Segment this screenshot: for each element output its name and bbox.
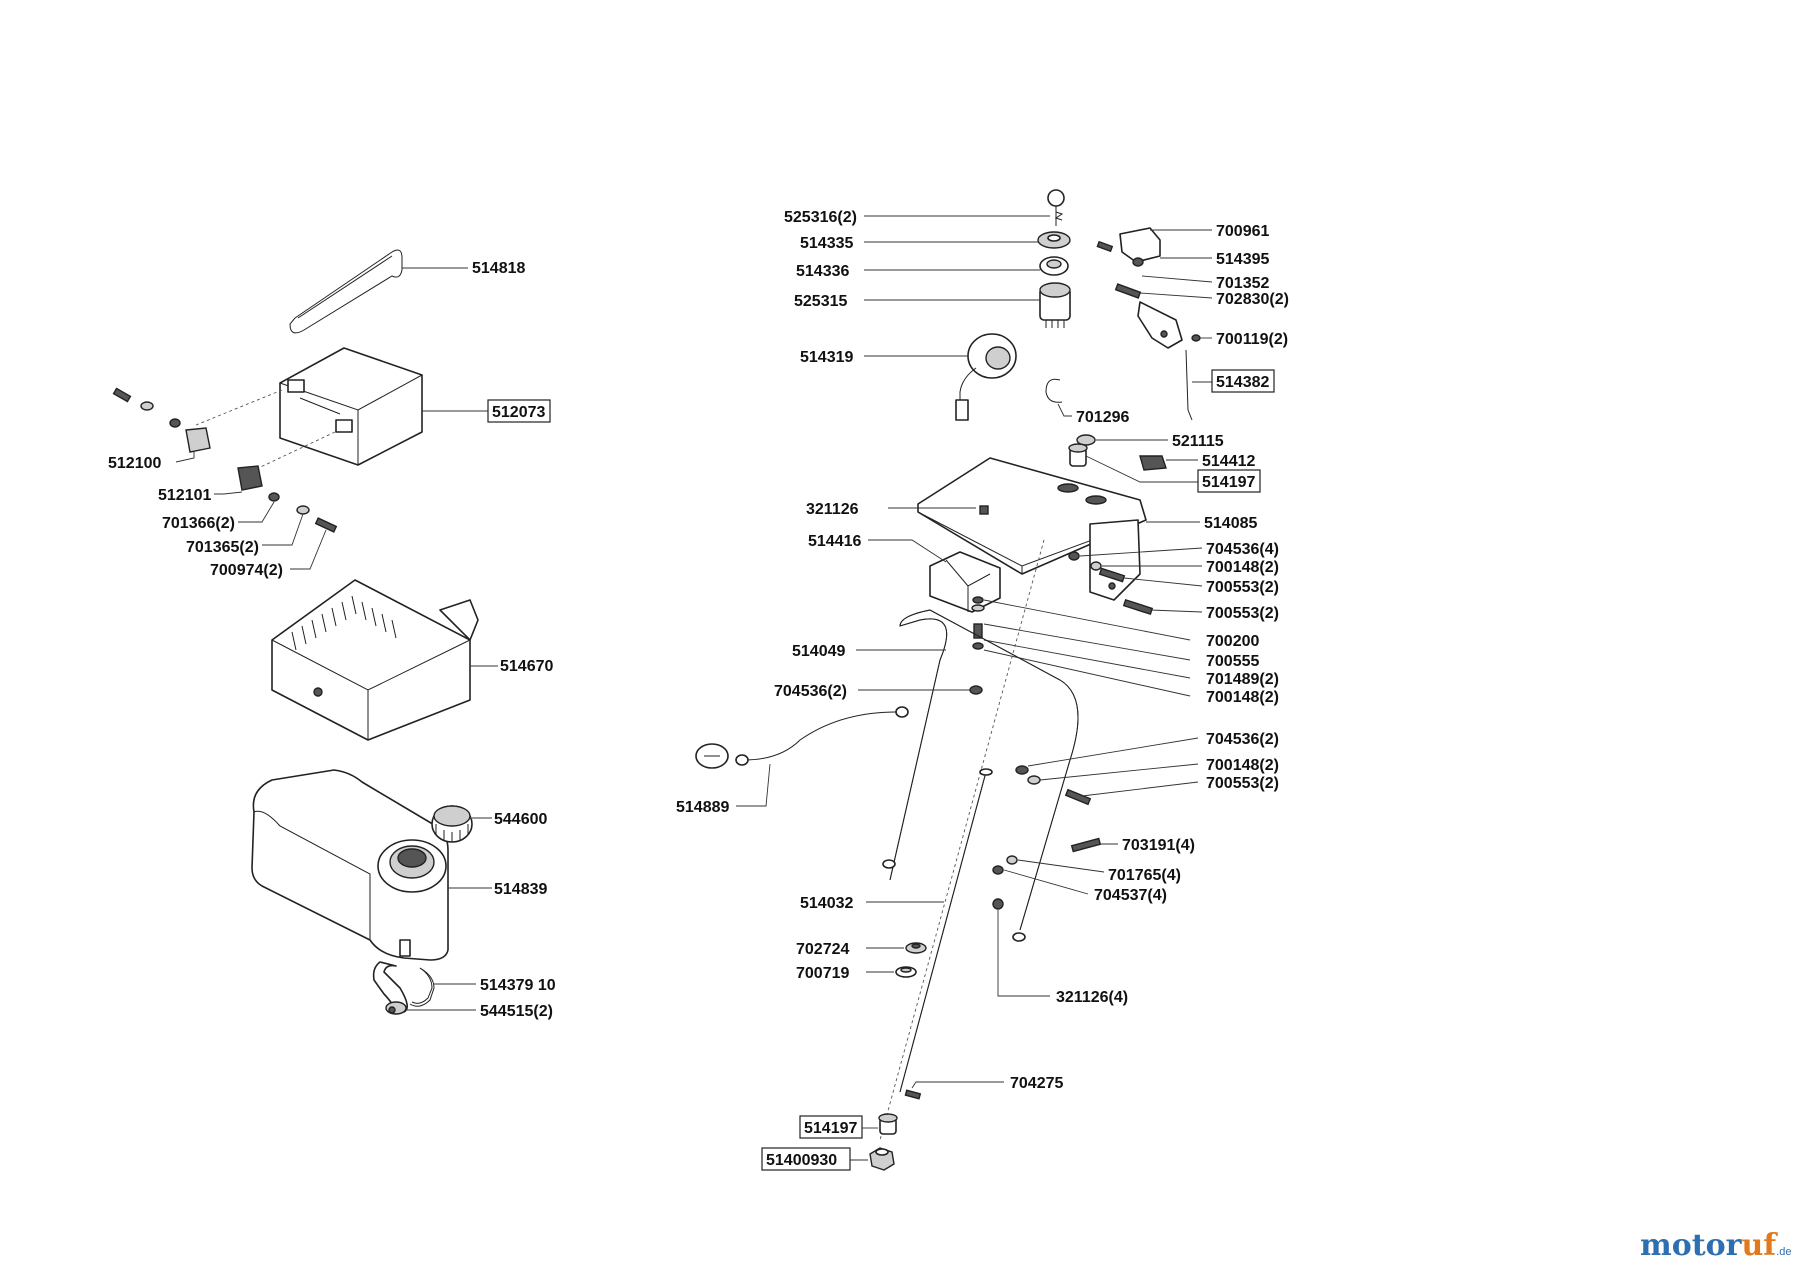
part-rubber-block	[1139, 455, 1167, 471]
label-704536-4: 704536(4)	[1206, 541, 1279, 558]
label-704536-left: 704536(2)	[774, 683, 847, 700]
label-box-512073	[487, 399, 551, 423]
part-nut-left	[969, 685, 983, 695]
label-512073: 512073	[492, 404, 545, 421]
part-panel-fasteners	[1068, 551, 1154, 616]
label-700119: 700119(2)	[1216, 331, 1288, 348]
part-control-panel	[917, 457, 1147, 601]
label-51400930: 51400930	[766, 1152, 837, 1169]
brand-tld: .de	[1776, 1246, 1792, 1258]
label-544600: 544600	[494, 811, 547, 828]
label-514319: 514319	[800, 349, 853, 366]
label-514839: 514839	[494, 881, 547, 898]
part-shaft-washers	[895, 942, 927, 978]
label-514818: 514818	[472, 260, 525, 277]
label-321126-4: 321126(4)	[1056, 989, 1128, 1006]
label-701489: 701489(2)	[1206, 671, 1279, 688]
label-700553-b: 700553(2)	[1206, 605, 1279, 622]
part-handle-bolt-stack	[971, 596, 985, 650]
label-321126: 321126	[806, 501, 859, 518]
label-700555: 700555	[1206, 653, 1259, 670]
label-514335: 514335	[800, 235, 853, 252]
label-701765: 701765(4)	[1108, 867, 1181, 884]
part-roll-pin	[904, 1089, 922, 1100]
label-514032: 514032	[800, 895, 853, 912]
label-701296: 701296	[1076, 409, 1129, 426]
label-544515: 544515(2)	[480, 1003, 553, 1020]
label-514085: 514085	[1204, 515, 1257, 532]
label-702724: 702724	[796, 941, 849, 958]
label-514412: 514412	[1202, 453, 1255, 470]
part-hose-clamp	[385, 1001, 407, 1015]
label-514416: 514416	[808, 533, 861, 550]
label-514395: 514395	[1216, 251, 1269, 268]
label-700148-a: 700148(2)	[1206, 559, 1279, 576]
part-handle-frame	[882, 609, 1079, 942]
part-lever-bracket	[1096, 227, 1201, 421]
label-514379: 514379 10	[480, 977, 556, 994]
part-spring-clip	[1045, 378, 1063, 403]
label-701352: 701352	[1216, 275, 1269, 292]
label-701366: 701366(2)	[162, 515, 235, 532]
part-lower-bushing	[878, 1113, 898, 1135]
label-703191: 703191(4)	[1122, 837, 1195, 854]
label-514197-bottom: 514197	[804, 1120, 857, 1137]
brand-watermark: motoruf.de	[1640, 1228, 1791, 1263]
label-525315: 525315	[794, 293, 847, 310]
brand-accent: uf	[1741, 1228, 1777, 1263]
label-700148-b: 700148(2)	[1206, 689, 1279, 706]
part-fuel-tank	[251, 769, 449, 961]
label-512100: 512100	[108, 455, 161, 472]
label-514670: 514670	[500, 658, 553, 675]
label-box-514197-top	[1197, 469, 1261, 493]
part-bushing	[1068, 434, 1096, 467]
part-mount-bracket	[929, 551, 1001, 613]
part-lower-nut	[869, 1147, 895, 1171]
label-700553-c: 700553(2)	[1206, 775, 1279, 792]
label-512101: 512101	[158, 487, 211, 504]
brand-main: motor	[1640, 1228, 1742, 1263]
label-521115: 521115	[1172, 433, 1224, 450]
label-514049: 514049	[792, 643, 845, 660]
part-battery-terminals	[112, 387, 338, 533]
part-ignition-key	[1047, 189, 1065, 226]
part-ignition-switch	[1039, 282, 1071, 328]
part-switch-washer	[1039, 256, 1069, 276]
label-704537: 704537(4)	[1094, 887, 1167, 904]
label-704275: 704275	[1010, 1075, 1063, 1092]
part-frame-fasteners	[992, 765, 1102, 910]
label-514889: 514889	[676, 799, 729, 816]
label-700553-a: 700553(2)	[1206, 579, 1279, 596]
part-battery-strap	[289, 249, 403, 334]
part-fuel-cap	[431, 805, 473, 843]
part-buzzer	[955, 333, 1017, 421]
part-switch-nut	[1037, 231, 1071, 249]
part-battery-tray	[271, 579, 479, 741]
label-700719: 700719	[796, 965, 849, 982]
label-704536-right: 704536(2)	[1206, 731, 1279, 748]
label-514336: 514336	[796, 263, 849, 280]
part-steering-shaft	[899, 768, 993, 1093]
part-ground-cable	[695, 706, 909, 769]
label-700961: 700961	[1216, 223, 1269, 240]
label-box-514197-bottom	[799, 1115, 863, 1139]
label-box-51400930	[761, 1147, 851, 1171]
label-box-514382	[1211, 369, 1275, 393]
label-700148-c: 700148(2)	[1206, 757, 1279, 774]
label-702830: 702830(2)	[1216, 291, 1289, 308]
part-battery	[279, 347, 423, 466]
label-514382: 514382	[1216, 374, 1269, 391]
label-700200: 700200	[1206, 633, 1259, 650]
label-525316: 525316(2)	[784, 209, 857, 226]
label-514197-top: 514197	[1202, 474, 1255, 491]
label-700974: 700974(2)	[210, 562, 283, 579]
label-701365: 701365(2)	[186, 539, 259, 556]
